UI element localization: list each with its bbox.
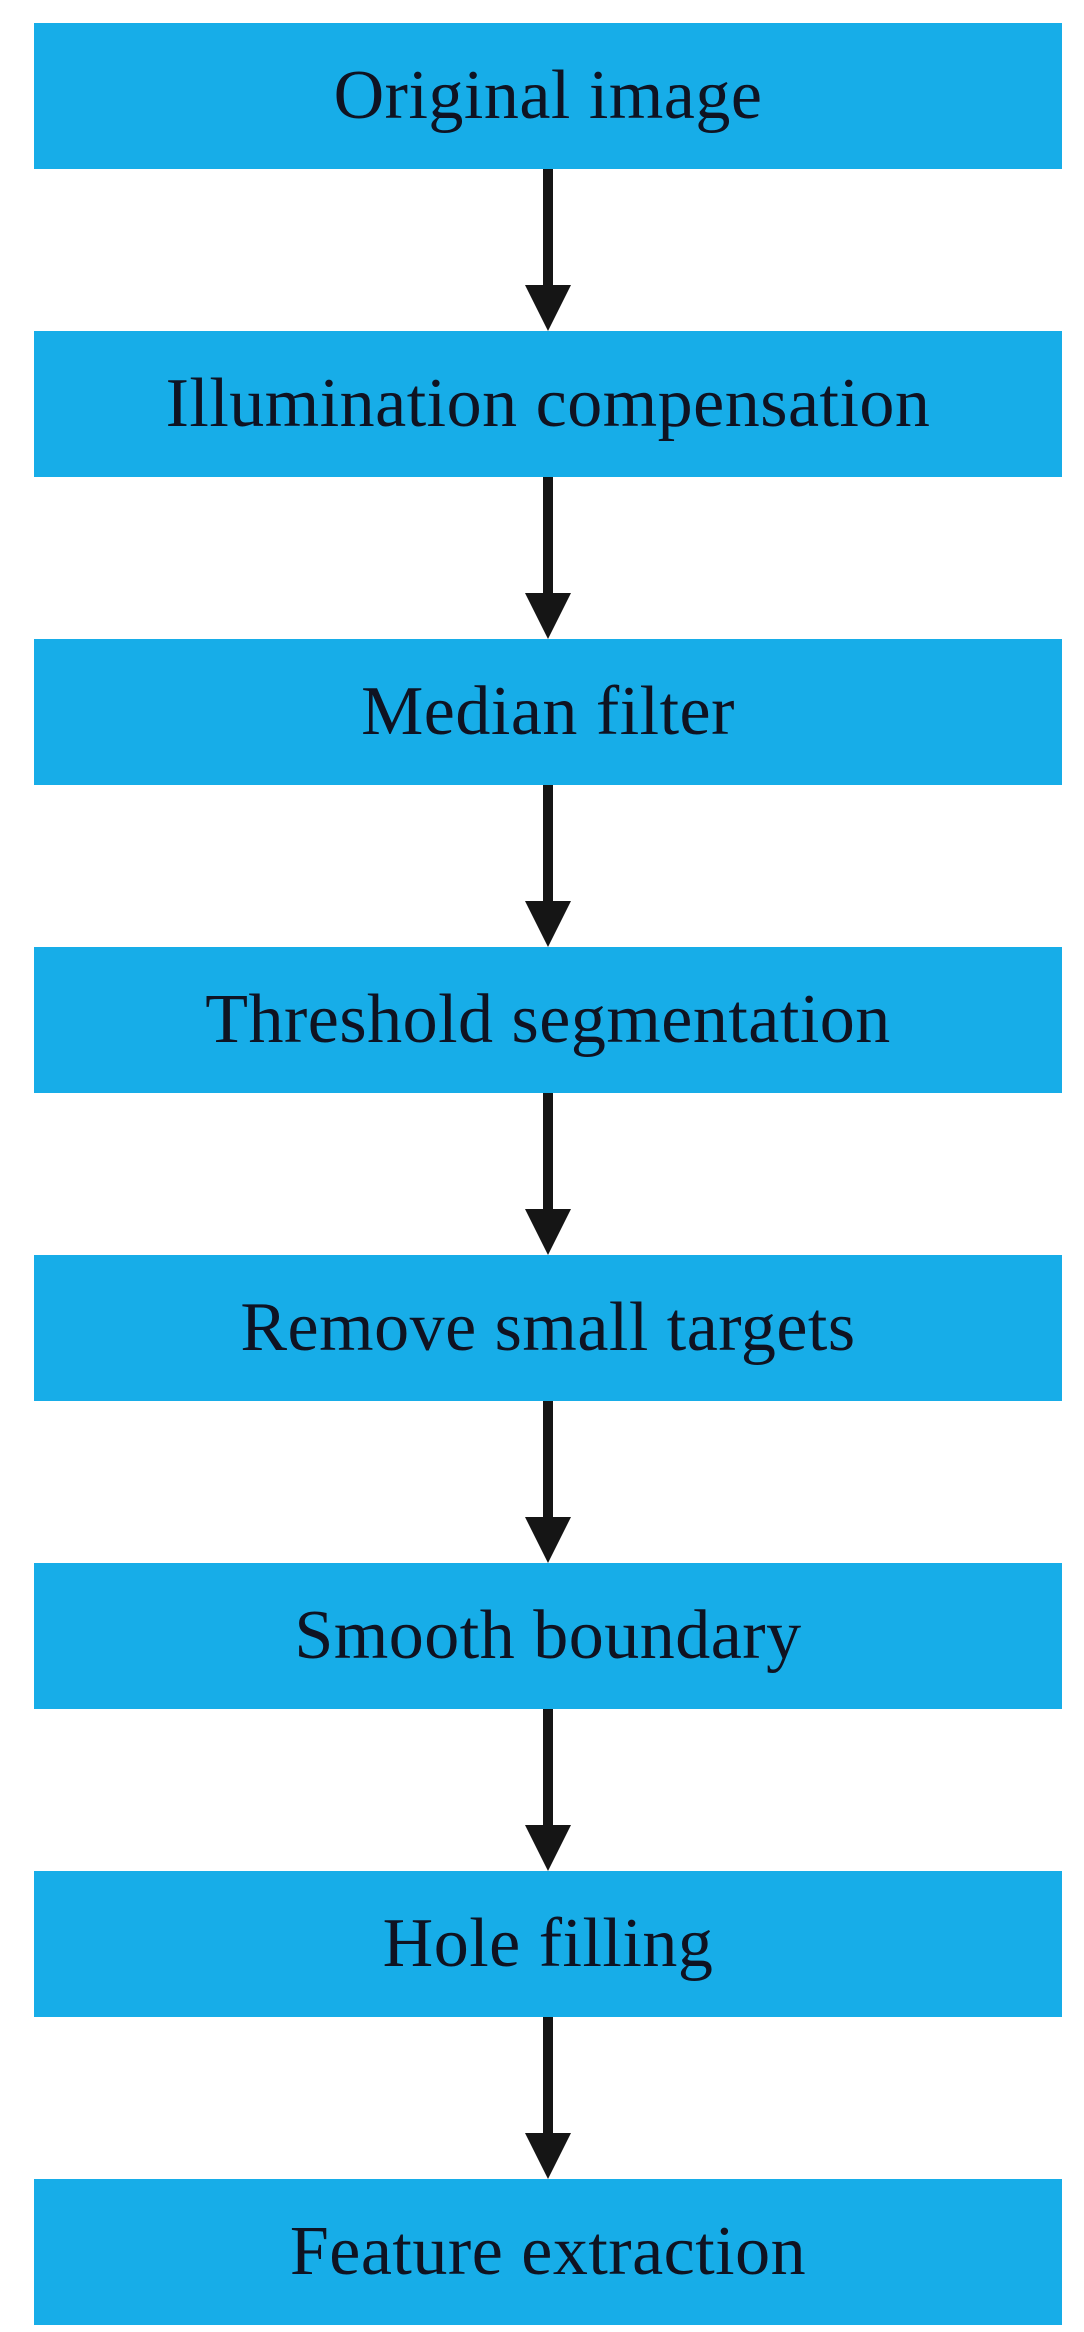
flow-step-threshold-segmentation: Threshold segmentation xyxy=(34,947,1062,1093)
flow-step-original-image: Original image xyxy=(34,23,1062,169)
arrow-head xyxy=(525,2133,571,2179)
arrow-down-icon xyxy=(34,1093,1062,1255)
arrow-down-icon xyxy=(34,169,1062,331)
arrow-shaft xyxy=(543,2017,553,2133)
flow-step-hole-filling: Hole filling xyxy=(34,1871,1062,2017)
arrow-head xyxy=(525,1209,571,1255)
flow-step-smooth-boundary: Smooth boundary xyxy=(34,1563,1062,1709)
arrow-head xyxy=(525,901,571,947)
arrow-down-icon xyxy=(34,785,1062,947)
arrow-down-icon xyxy=(34,1709,1062,1871)
step-label: Feature extraction xyxy=(289,2213,807,2290)
arrow-head xyxy=(525,593,571,639)
arrow-head xyxy=(525,1825,571,1871)
step-label: Median filter xyxy=(361,673,735,750)
flow-step-illumination-compensation: Illumination compensation xyxy=(34,331,1062,477)
arrow-head xyxy=(525,1517,571,1563)
step-label: Original image xyxy=(333,57,763,134)
arrow-shaft xyxy=(543,477,553,593)
step-label: Hole filling xyxy=(382,1905,714,1982)
arrow-down-icon xyxy=(34,477,1062,639)
flow-step-feature-extraction: Feature extraction xyxy=(34,2179,1062,2325)
arrow-head xyxy=(525,285,571,331)
arrow-down-icon xyxy=(34,1401,1062,1563)
arrow-shaft xyxy=(543,1093,553,1209)
arrow-shaft xyxy=(543,1709,553,1825)
flow-step-remove-small-targets: Remove small targets xyxy=(34,1255,1062,1401)
step-label: Remove small targets xyxy=(240,1289,856,1366)
arrow-shaft xyxy=(543,169,553,285)
step-label: Smooth boundary xyxy=(294,1597,802,1674)
arrow-down-icon xyxy=(34,2017,1062,2179)
step-label: Illumination compensation xyxy=(165,365,931,442)
flow-step-median-filter: Median filter xyxy=(34,639,1062,785)
arrow-shaft xyxy=(543,785,553,901)
step-label: Threshold segmentation xyxy=(205,981,891,1058)
arrow-shaft xyxy=(543,1401,553,1517)
flowchart: Original image Illumination compensation… xyxy=(0,23,1084,2325)
